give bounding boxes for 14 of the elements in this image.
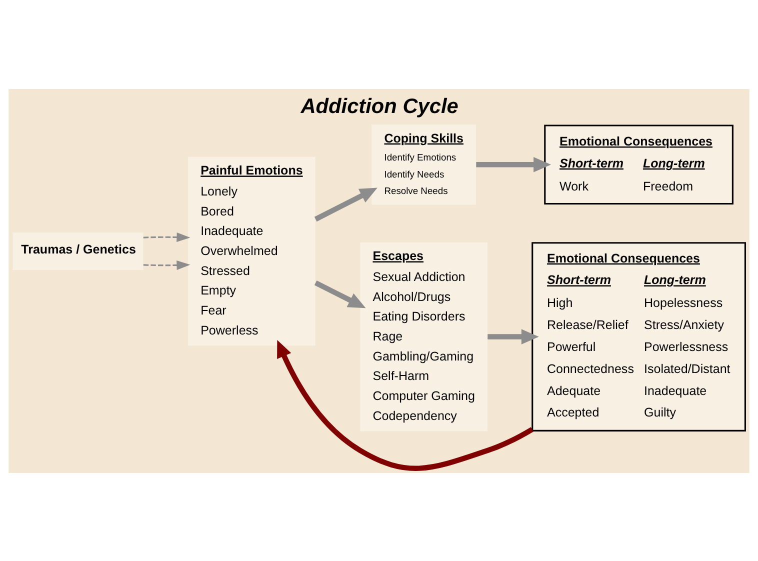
arrow bbox=[143, 260, 190, 270]
arrow bbox=[277, 340, 534, 470]
arrow bbox=[476, 156, 551, 172]
node-box: Emotional Consequences Short-term Long-term High Hopelessness Release/Relief Stress/Anxiety Powerful Powerlessness Connectedness Isolated/Distant Adequate Inadequate Accepted Guilty bbox=[532, 242, 746, 431]
node-box: Emotional Consequences Short-term Long-term Work Freedom bbox=[544, 124, 734, 204]
arrow bbox=[143, 232, 190, 242]
node-box: Coping Skills Identify Emotions Identify Needs Resolve Needs bbox=[372, 124, 476, 204]
arrow bbox=[314, 187, 378, 222]
node-box: Painful Emotions Lonely Bored Inadequate Overwhelmed Stressed Empty Fear Powerless bbox=[188, 156, 316, 346]
diagram-title: Addiction Cycle bbox=[300, 94, 458, 118]
arrow bbox=[314, 280, 366, 308]
node-box: Traumas / Genetics bbox=[12, 232, 144, 270]
arrow bbox=[488, 328, 539, 344]
node-box: Escapes Sexual Addiction Alcohol/Drugs Eating Disorders Rage Gambling/Gaming Self-Harm Computer Gaming Codependency bbox=[360, 242, 488, 431]
